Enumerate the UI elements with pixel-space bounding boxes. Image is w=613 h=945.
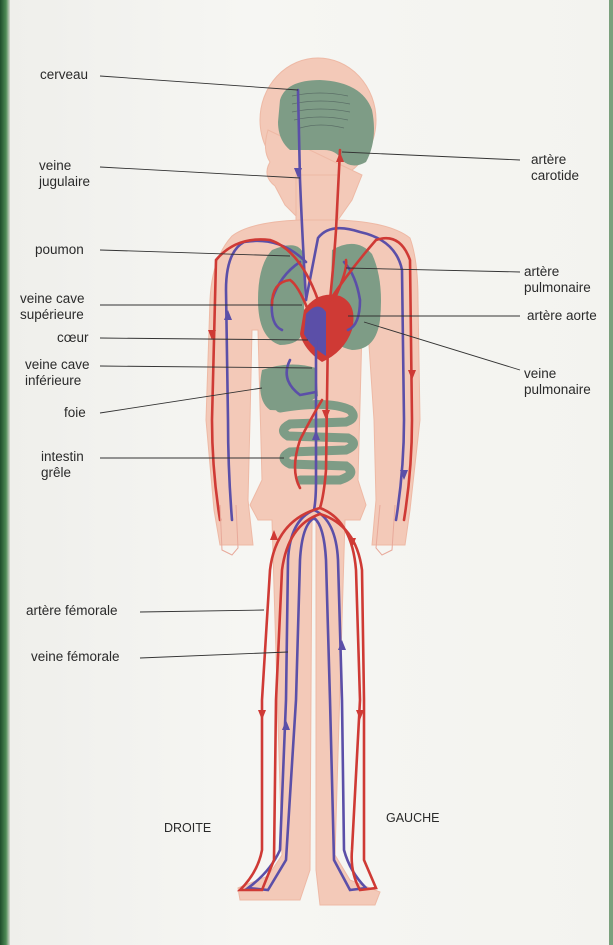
label-droite: DROITE: [164, 820, 211, 836]
label-veine-cave-superieure: veine cave supérieure: [20, 291, 85, 323]
label-veine-cave-inferieure: veine cave inférieure: [25, 357, 90, 389]
label-veine-pulmonaire: veine pulmonaire: [524, 366, 591, 398]
label-artere-aorte: artère aorte: [527, 308, 597, 324]
label-cerveau: cerveau: [40, 67, 88, 83]
label-intestin-grele: intestin grêle: [41, 449, 84, 481]
label-veine-jugulaire: veine jugulaire: [39, 158, 90, 190]
label-veine-femorale: veine fémorale: [31, 649, 120, 665]
label-artere-carotide: artère carotide: [531, 152, 579, 184]
label-coeur: cœur: [57, 330, 89, 346]
label-poumon: poumon: [35, 242, 84, 258]
label-artere-femorale: artère fémorale: [26, 603, 118, 619]
label-foie: foie: [64, 405, 86, 421]
label-gauche: GAUCHE: [386, 810, 439, 826]
label-artere-pulmonaire: artère pulmonaire: [524, 264, 591, 296]
